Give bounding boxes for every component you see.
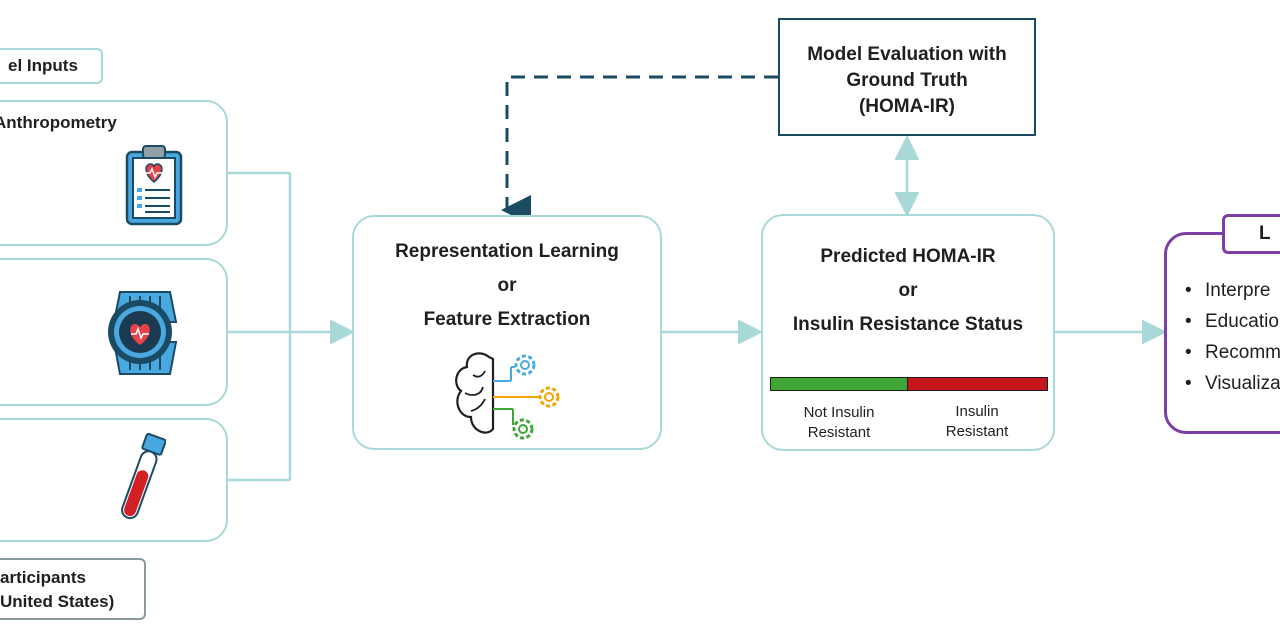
blood-tube-icon — [121, 432, 166, 520]
anthropometry-label: Anthropometry — [0, 113, 117, 132]
list-item: Recomm — [1185, 337, 1280, 368]
list-item: Educatio — [1185, 306, 1280, 337]
representation-learning-box: Representation Learning or Feature Extra… — [352, 215, 662, 450]
participants-tag: articipants United States) — [0, 558, 146, 620]
model-inputs-tag: el Inputs — [0, 48, 103, 84]
llm-tag: L — [1222, 214, 1280, 254]
anthropometry-box: Anthropometry — [0, 100, 228, 246]
input-bracket — [228, 171, 355, 482]
brain-gears-icon — [455, 352, 560, 440]
smartwatch-icon — [108, 291, 178, 375]
feedback-dashed-arrow — [501, 75, 778, 225]
prediction-title: Predicted HOMA-IR or Insulin Resistance … — [792, 246, 1024, 335]
list-item: Visualiza — [1185, 368, 1280, 399]
llm-box: Interpre Educatio Recomm Visualiza — [1164, 232, 1280, 434]
status-bar-green — [770, 377, 909, 391]
blood-test-box — [0, 418, 228, 542]
resistant-label: Insulin Resistant — [945, 403, 1009, 440]
wearables-label-fragment: s — [0, 318, 1, 338]
wearables-box: s — [0, 258, 228, 406]
representation-title: Representation Learning or Feature Extra… — [395, 241, 619, 330]
not-resistant-label: Not Insulin Resistant — [803, 404, 875, 441]
list-item: Interpre — [1185, 275, 1280, 306]
status-bar-red — [907, 377, 1048, 391]
clipboard-heart-icon — [125, 145, 183, 226]
model-evaluation-box: Model Evaluation with Ground Truth (HOMA… — [778, 18, 1036, 136]
llm-capability-list: Interpre Educatio Recomm Visualiza — [1185, 275, 1280, 399]
prediction-box: Predicted HOMA-IR or Insulin Resistance … — [761, 214, 1055, 451]
